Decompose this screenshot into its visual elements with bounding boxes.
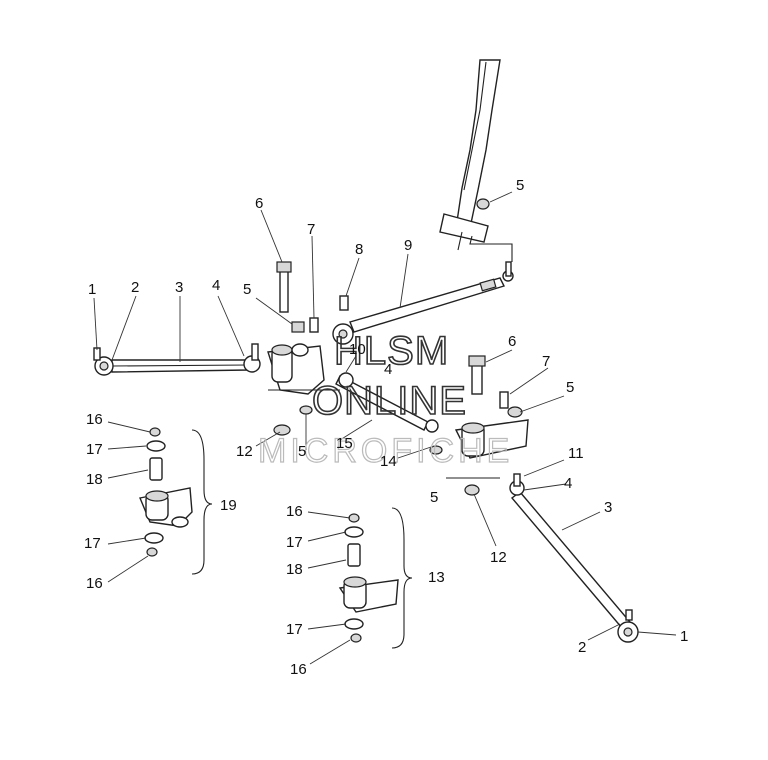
callout-13: 13 (428, 569, 445, 586)
center-link (335, 372, 443, 455)
drag-link (332, 261, 514, 345)
callout-9: 9 (404, 237, 412, 254)
callout-8: 8 (355, 241, 363, 258)
callout-3-left: 3 (175, 279, 183, 296)
callout-14: 14 (380, 453, 397, 470)
callout-labels: 1 2 3 4 5 6 7 8 9 10 4 5 6 7 5 11 4 3 1 … (84, 177, 688, 678)
callout-16-group19-bottom: 16 (86, 575, 103, 592)
callout-7-left: 7 (307, 221, 315, 238)
callout-18-group19: 18 (86, 471, 103, 488)
callout-4-left: 4 (212, 277, 220, 294)
watermark-line-3: MICROFICHE (258, 432, 513, 470)
callout-15: 15 (336, 435, 353, 452)
callout-16-group13-top: 16 (286, 503, 303, 520)
callout-5-column: 5 (516, 177, 524, 194)
left-tie-rod (93, 343, 261, 376)
callout-16-group13-bottom: 16 (290, 661, 307, 678)
watermark-line-1: HLSM (334, 329, 449, 373)
callout-5-left: 5 (243, 281, 251, 298)
callout-1-right: 1 (680, 628, 688, 645)
callout-6-left: 6 (255, 195, 263, 212)
callout-2-right: 2 (578, 639, 586, 656)
callout-16-group19-top: 16 (86, 411, 103, 428)
watermark: HLSM ONLINE MICROFICHE (257, 328, 513, 470)
callout-6-right: 6 (508, 333, 516, 350)
callout-17-group19-bottom: 17 (84, 535, 101, 552)
callout-18-group13: 18 (286, 561, 303, 578)
callout-3-right: 3 (604, 499, 612, 516)
right-tie-rod (509, 473, 639, 643)
callout-5-right: 5 (566, 379, 574, 396)
callout-19: 19 (220, 497, 237, 514)
callout-10: 10 (349, 341, 366, 358)
idler-group-19 (139, 427, 213, 575)
callout-17-group19-top: 17 (86, 441, 103, 458)
callout-7-right: 7 (542, 353, 550, 370)
callout-12-left: 12 (236, 443, 253, 460)
callout-17-group13-top: 17 (286, 534, 303, 551)
callout-4-right: 4 (564, 475, 572, 492)
callout-5-lower-left: 5 (298, 443, 306, 460)
callout-11: 11 (568, 445, 584, 462)
leader-lines (93, 209, 677, 665)
left-pitman-arm (267, 261, 349, 436)
callout-2-left: 2 (131, 279, 139, 296)
steering-column (439, 59, 513, 262)
callout-17-group13-bottom: 17 (286, 621, 303, 638)
callout-1-left: 1 (88, 281, 96, 298)
callout-5-lower-right: 5 (430, 489, 438, 506)
watermark-line-2: ONLINE (312, 379, 467, 423)
right-pitman-arm (446, 355, 529, 496)
callout-12-right: 12 (490, 549, 507, 566)
callout-4-center: 4 (384, 361, 392, 378)
idler-group-13 (338, 507, 413, 649)
